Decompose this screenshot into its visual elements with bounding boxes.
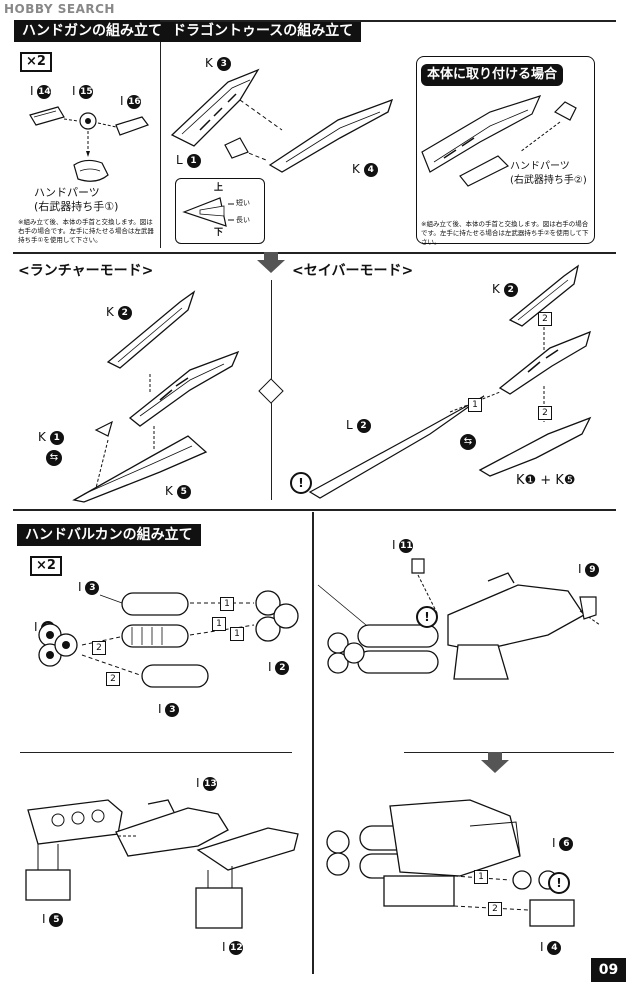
launcher-label-k5: K 5 (165, 484, 191, 499)
part-label-i15: I 15 (72, 84, 94, 99)
top-rule (160, 20, 616, 22)
hand-parts-sublabel: (右武器持ち手①) (34, 200, 119, 213)
attach-note: ※組み立て後、本体の手首と交換します。図は右手の場合です。左手に持たせる場合は左… (421, 220, 589, 246)
part-number-badge: 13 (203, 776, 218, 791)
vulcan-step-2b: 2 (106, 672, 120, 686)
part-number-badge: 9 (585, 562, 600, 577)
glue-icon: ⇆ (46, 450, 62, 466)
bottom-right-rule (404, 752, 614, 754)
part-label-i16: I 16 (120, 94, 142, 109)
vulcan-label-i13: I 13 (196, 776, 218, 791)
part-number-badge: 11 (399, 538, 414, 553)
dragon-title: ドラゴントゥースの組み立て (164, 20, 362, 42)
down-arrow-icon (257, 252, 285, 273)
hand-parts-label: ハンドパーツ (34, 186, 100, 199)
part-number-badge: 1 (186, 153, 201, 168)
part-number-badge: 15 (79, 84, 94, 99)
part-number-badge: 3 (85, 580, 100, 595)
part-number-badge: 2 (356, 418, 371, 433)
part-number-badge: 3 (165, 702, 180, 717)
part-number-badge: 5 (49, 912, 64, 927)
page-number: 09 (591, 958, 626, 982)
saber-step-2-bottom: 2 (538, 406, 552, 420)
vulcan-step-2a: 2 (92, 641, 106, 655)
dragon-tooth-drawing (170, 68, 394, 173)
attach-box (416, 56, 595, 244)
detail-long-label: 長い (236, 216, 250, 224)
vulcan-barrels-drawing (38, 590, 299, 688)
launcher-label-k1: K 1 (38, 430, 64, 445)
launcher-label-k2: K 2 (106, 305, 132, 320)
vulcan-final-step-1: 1 (474, 870, 488, 884)
vulcan-label-i3-bottom: I 3 (158, 702, 180, 717)
handgun-panel (13, 20, 161, 248)
detail-short-label: 短い (236, 199, 250, 207)
vulcan-assembly-drawing (317, 558, 601, 680)
vulcan-step-1c: 1 (230, 627, 244, 641)
section-divider-2 (13, 509, 616, 511)
detail-inset-drawing (182, 197, 234, 227)
vulcan-final-drawing (326, 799, 575, 927)
part-number-badge: 2 (117, 305, 132, 320)
detail-up-label: 上 (214, 183, 224, 193)
saber-label-l2: L 2 (346, 418, 371, 433)
part-number-badge: 2 (503, 282, 518, 297)
vulcan-label-i9: I 9 (578, 562, 600, 577)
vulcan-body-parts-drawing (25, 799, 299, 929)
part-number-badge: 16 (127, 94, 142, 109)
part-number-badge: 12 (229, 940, 244, 955)
vulcan-label-i11: I 11 (392, 538, 414, 553)
launcher-title: <ランチャーモード> (18, 263, 154, 279)
saber-step-2-top: 2 (538, 312, 552, 326)
vulcan-step-1b: 1 (212, 617, 226, 631)
part-label-k4: K 4 (352, 162, 378, 177)
part-label-l1: L 1 (176, 153, 201, 168)
part-number-badge: 5 (176, 484, 191, 499)
saber-drawing (308, 264, 592, 499)
multiplier-badge: ×2 (20, 52, 52, 72)
part-number-badge: 4 (547, 940, 562, 955)
glue-icon-saber: ⇆ (460, 434, 476, 450)
down-arrow-icon-2 (481, 752, 509, 773)
part-number-badge: 1 (49, 430, 64, 445)
vulcan-label-i4: I 4 (540, 940, 562, 955)
attach-hand-sublabel: (右武器持ち手②) (510, 175, 587, 186)
handgun-parts-drawing (29, 106, 149, 182)
attach-hand-label: ハンドパーツ (510, 161, 570, 172)
saber-combo-label: K❶ + K❺ (516, 473, 576, 488)
vulcan-label-i6: I 6 (552, 836, 574, 851)
attach-drawing (421, 95, 577, 187)
part-label-k3: K 3 (205, 56, 231, 71)
launcher-drawing (72, 290, 240, 503)
saber-step-1: 1 (468, 398, 482, 412)
bottom-vertical-rule (312, 512, 314, 974)
watermark: HOBBY SEARCH (4, 2, 115, 16)
attach-title: 本体に取り付ける場合 (421, 64, 564, 86)
section-divider-1 (13, 252, 616, 254)
vulcan-label-i2: I 2 (268, 660, 290, 675)
vulcan-final-step-2: 2 (488, 902, 502, 916)
saber-title: <セイバーモード> (292, 263, 414, 279)
part-number-badge: 14 (37, 84, 52, 99)
caution-icon: ! (290, 472, 312, 494)
handgun-title: ハンドガンの組み立て (14, 20, 170, 42)
part-number-badge: 3 (216, 56, 231, 71)
swap-marker-icon (258, 378, 284, 404)
part-label-i14: I 14 (30, 84, 52, 99)
caution-icon-vulcan: ! (416, 606, 438, 628)
multiplier-badge-vulcan: ×2 (30, 556, 62, 576)
handgun-note: ※組み立て後、本体の手首と交換します。図は右手の場合です。左手に持たせる場合は左… (18, 218, 154, 244)
vulcan-step-1a: 1 (220, 597, 234, 611)
detail-down-label: 下 (214, 228, 224, 238)
caution-icon-final: ! (548, 872, 570, 894)
bottom-left-rule (20, 752, 292, 754)
part-number-badge: 4 (363, 162, 378, 177)
vulcan-label-i12: I 12 (222, 940, 244, 955)
vulcan-title: ハンドバルカンの組み立て (17, 524, 201, 546)
vulcan-label-i5: I 5 (42, 912, 64, 927)
saber-label-k2: K 2 (492, 282, 518, 297)
part-number-badge: 2 (275, 660, 290, 675)
part-number-badge: 6 (559, 836, 574, 851)
vulcan-label-i3-top: I 3 (78, 580, 100, 595)
